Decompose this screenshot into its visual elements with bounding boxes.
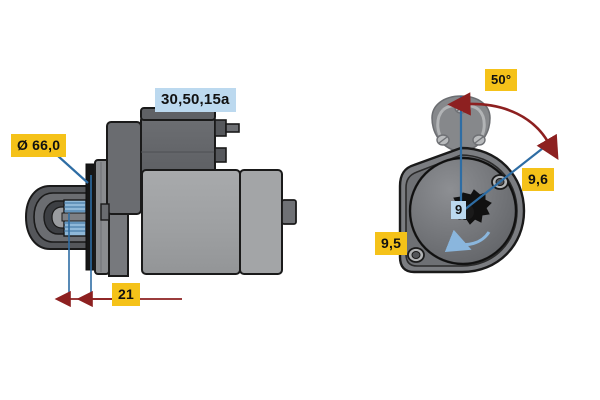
flange-nub xyxy=(100,203,110,221)
mount-dimension-label: 9,5 xyxy=(375,232,408,255)
motor-body xyxy=(141,169,283,275)
angle-arc xyxy=(447,92,559,160)
solenoid-terminals xyxy=(214,119,240,163)
angle-dimension-label: 50° xyxy=(485,69,518,91)
terminal-designation-label: 30,50,15a xyxy=(155,88,236,112)
diameter-dimension-label: Ø 66,0 xyxy=(11,134,67,157)
rotation-direction-arrow xyxy=(444,229,491,253)
end-cap-nub xyxy=(281,199,297,225)
tooth-count-label: 9 xyxy=(451,201,467,219)
bolt-holes xyxy=(407,174,509,263)
bolt-dimension-label: 9,6 xyxy=(522,168,555,191)
diameter-leader-line xyxy=(57,155,89,184)
pinion-gear xyxy=(61,199,89,237)
offset-dimension-label: 21 xyxy=(112,283,140,306)
side-view-group xyxy=(24,107,297,308)
